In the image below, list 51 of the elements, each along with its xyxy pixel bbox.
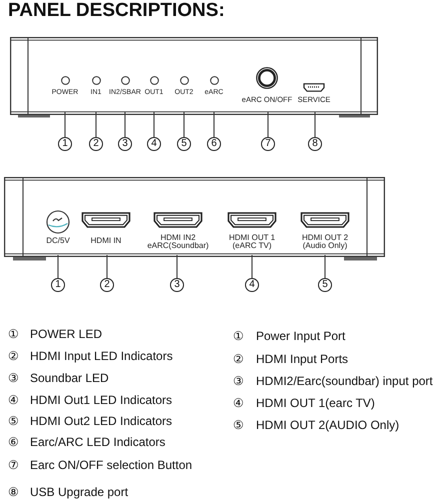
description-text: Earc ON/OFF selection Button — [30, 458, 192, 472]
leader-line — [176, 254, 178, 278]
circled-number: ⑥ — [8, 435, 19, 449]
description-text: POWER LED — [30, 327, 102, 341]
circled-number: ① — [8, 327, 19, 341]
description-text: HDMI2/Earc(soundbar) input port — [256, 374, 433, 388]
panel-label: HDMI OUT 1 (eARC TV) — [228, 234, 276, 250]
callout-number: 4 — [245, 278, 259, 292]
callout-number: 1 — [51, 278, 65, 292]
description-text: USB Upgrade port — [30, 485, 128, 499]
leader-line — [106, 254, 108, 278]
callout-number: 4 — [147, 137, 161, 151]
description-text: HDMI OUT 1(earc TV) — [256, 396, 375, 410]
panel-label: HDMI OUT 2 (Audio Only) — [300, 234, 350, 250]
callout-number: 2 — [100, 278, 114, 292]
circled-number: ② — [233, 352, 244, 366]
callout-number: 5 — [318, 278, 332, 292]
description-text: HDMI Out1 LED Indicators — [30, 393, 172, 407]
callout-number: 8 — [308, 137, 322, 151]
description-text: Soundbar LED — [30, 370, 109, 384]
panel-label: HDMI IN2 eARC(Soundbar) — [146, 234, 210, 250]
leader-line — [64, 112, 66, 138]
description-text: Power Input Port — [256, 329, 346, 343]
callout-number: 3 — [118, 137, 132, 151]
callout-number: 3 — [170, 278, 184, 292]
circled-number: ① — [233, 329, 244, 343]
description-text: Earc/ARC LED Indicators — [30, 435, 166, 449]
leader-line — [314, 112, 316, 138]
circled-number: ④ — [8, 393, 19, 407]
circled-number: ③ — [233, 374, 244, 388]
callout-number: 2 — [89, 137, 103, 151]
callout-number: 6 — [207, 137, 221, 151]
panel-label: HDMI IN — [90, 236, 122, 244]
callout-number: 1 — [58, 137, 72, 151]
panel-label: DC/5V — [45, 236, 71, 244]
callout-number: 5 — [177, 137, 191, 151]
circled-number: ⑤ — [233, 418, 244, 432]
circled-number: ⑦ — [8, 458, 19, 472]
circled-number: ③ — [8, 370, 19, 384]
leader-line — [324, 254, 326, 278]
description-text: HDMI Input LED Indicators — [30, 349, 173, 363]
title: PANEL DESCRIPTIONS: — [8, 0, 225, 21]
circled-number: ④ — [233, 396, 244, 410]
circled-number: ⑤ — [8, 414, 19, 428]
circled-number: ② — [8, 349, 19, 363]
description-text: HDMI Out2 LED Indicators — [30, 414, 172, 428]
description-text: HDMI OUT 2(AUDIO Only) — [256, 418, 400, 432]
description-text: HDMI Input Ports — [256, 352, 348, 366]
circled-number: ⑧ — [8, 485, 19, 499]
leader-line — [124, 112, 126, 138]
callout-number: 7 — [261, 137, 275, 151]
